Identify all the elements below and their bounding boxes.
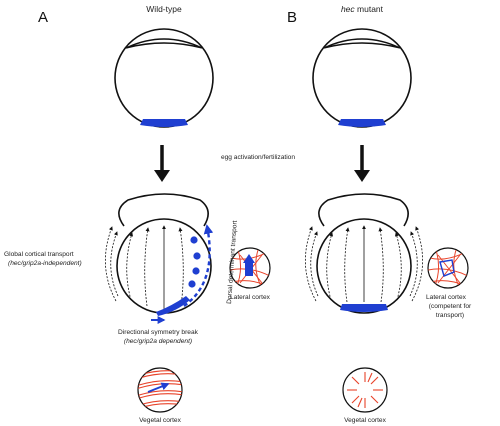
transition-arrow-a xyxy=(154,145,170,182)
vegetal-determinants-retained xyxy=(340,304,388,312)
global-transport-label-line2: (hec/grip2a-independent) xyxy=(8,260,82,267)
egg-b-top xyxy=(312,28,412,128)
panel-b-title: hec mutant xyxy=(341,4,384,14)
vegetal-cortex-label-a: Vegetal cortex xyxy=(139,417,181,424)
lateral-cortex-label-a: Lateral cortex xyxy=(230,294,271,301)
vegetal-determinants-a xyxy=(140,119,188,127)
determinant-dot xyxy=(190,236,198,244)
vegetal-cortex-inset-b xyxy=(342,367,388,413)
dorsal-transport-arrow xyxy=(183,224,214,307)
lateral-cortex-label-b-line2: (competent for xyxy=(429,303,472,310)
transition-arrow-b xyxy=(354,145,370,182)
determinant-dot xyxy=(188,280,196,288)
symmetry-break-label-line2: (hec/grip2a dependent) xyxy=(124,338,192,345)
transition-label: egg activation/fertilization xyxy=(221,154,295,161)
panel-b-letter: B xyxy=(287,9,297,26)
embryo-b xyxy=(304,193,424,314)
vegetal-cortex-label-b: Vegetal cortex xyxy=(344,417,386,424)
determinant-dot xyxy=(192,267,200,275)
vegetal-determinants-b xyxy=(338,119,386,127)
lateral-cortex-inset-b xyxy=(427,247,469,289)
global-transport-label-line1: Global cortical transport xyxy=(4,251,74,258)
vegetal-determinant-shift xyxy=(156,296,190,316)
lateral-cortex-inset-a xyxy=(229,247,271,289)
panel-a-title: Wild-type xyxy=(146,4,182,14)
embryo-a xyxy=(104,193,214,324)
symmetry-break-label-line1: Directional symmetry break xyxy=(118,329,199,336)
lateral-cortex-label-b-line1: Lateral cortex xyxy=(426,294,467,301)
determinant-dot xyxy=(193,252,201,260)
lateral-cortex-label-b-line3: transport) xyxy=(436,312,464,319)
vegetal-cortex-inset-a xyxy=(137,367,183,413)
panel-a-letter: A xyxy=(38,9,48,26)
egg-a-top xyxy=(114,28,214,128)
